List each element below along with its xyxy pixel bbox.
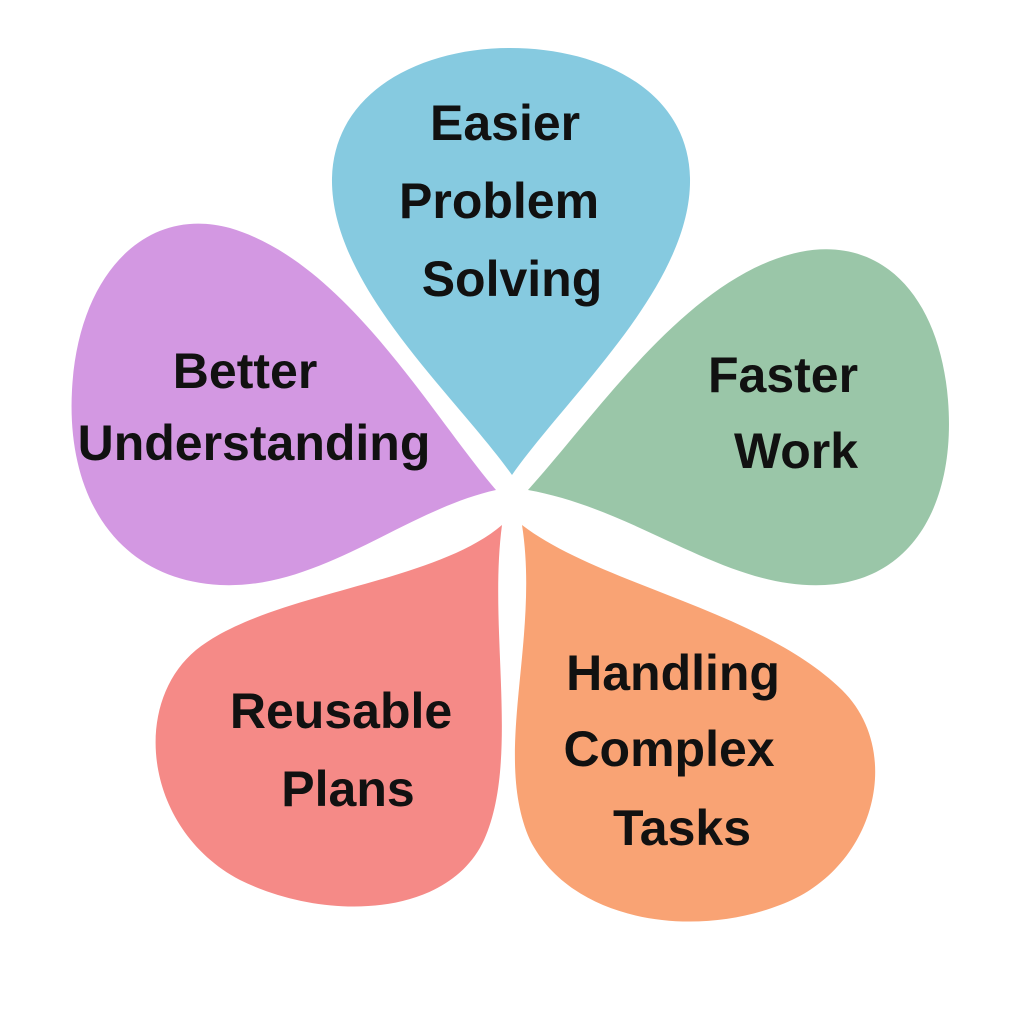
petal-shape bbox=[331, 48, 691, 475]
petal-label-line: Faster bbox=[708, 347, 858, 403]
svg-text:Better Understanding: Better Understanding bbox=[78, 343, 431, 471]
petal-label-line: Complex bbox=[563, 721, 774, 777]
petal-label-line: Problem bbox=[399, 173, 599, 229]
petal-shape bbox=[71, 223, 497, 586]
petal-faster-work: Faster Work bbox=[528, 249, 949, 586]
petal-label-line: Handling bbox=[566, 645, 780, 701]
petal-shape bbox=[155, 525, 502, 907]
svg-text:Faster Work: Faster Work bbox=[708, 347, 872, 479]
petal-shape bbox=[528, 249, 949, 586]
petal-easier-problem-solving: Easier Problem Solving bbox=[331, 48, 691, 475]
petal-label-line: Solving bbox=[422, 251, 603, 307]
petal-label-line: Reusable bbox=[230, 683, 452, 739]
petal-label-line: Tasks bbox=[613, 800, 751, 856]
petal-label-line: Work bbox=[734, 423, 858, 479]
petal-reusable-plans: Reusable Plans bbox=[155, 525, 502, 907]
petal-better-understanding: Better Understanding bbox=[71, 223, 497, 586]
petal-label-line: Better bbox=[173, 343, 317, 399]
svg-text:Easier Problem Sol: Easier Problem Solving bbox=[399, 95, 613, 307]
petal-shape bbox=[514, 525, 876, 922]
svg-text:Reusable Plans: Reusable Plans bbox=[230, 683, 466, 817]
petal-label-line: Easier bbox=[430, 95, 580, 151]
petal-label-line: Understanding bbox=[78, 415, 431, 471]
petal-handling-complex-tasks: Handling Complex Tasks bbox=[514, 525, 876, 922]
petal-label-line: Plans bbox=[281, 761, 414, 817]
svg-text:Handling Complex T: Handling Complex Tasks bbox=[563, 645, 793, 856]
